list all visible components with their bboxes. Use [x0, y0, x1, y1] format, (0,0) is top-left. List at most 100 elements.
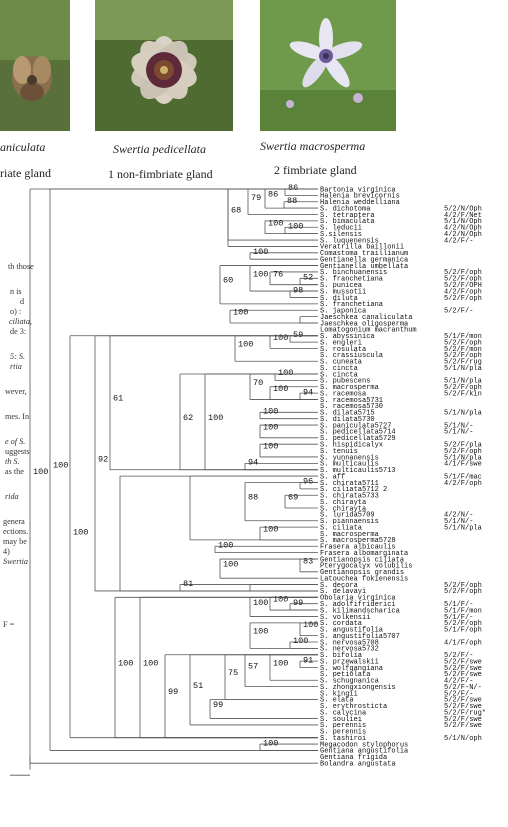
support-value: 100	[233, 308, 248, 318]
taxon-label: Halenia weddelliana	[320, 199, 400, 207]
support-value: 60	[223, 276, 233, 286]
taxon-label: Halenia brevicornis	[320, 193, 400, 201]
taxon-label: S. chirata5711	[320, 480, 379, 488]
taxon-label: S. cordata	[320, 620, 362, 628]
left-text-line: de 3:	[10, 327, 27, 336]
support-value: 100	[33, 467, 48, 477]
taxon-label: S. tashiroi	[320, 735, 366, 743]
taxon-code: 5/2/F/swe	[444, 658, 482, 666]
taxon-label: S. binchuanensis	[320, 269, 387, 277]
taxon-label: Veratrilla baillonii	[320, 244, 404, 252]
support-value: 88	[287, 196, 297, 206]
taxon-label: S. diluta	[320, 295, 358, 303]
taxon-label: S. dilata5730	[320, 416, 375, 424]
taxon-label: S. bimaculata	[320, 218, 375, 226]
taxon-label: Latouchea fokienensis	[320, 575, 408, 583]
taxon-code: 4/2/N/Oph	[444, 231, 482, 239]
taxon-label: S. angustifolia5707	[320, 633, 400, 641]
support-value: 83	[303, 556, 313, 566]
taxon-code: 5/1/N/pla	[444, 454, 482, 462]
support-value: 100	[273, 595, 288, 605]
taxon-code: 4/2/F/Net	[444, 212, 482, 220]
support-value: 100	[253, 247, 268, 257]
taxon-label: S. paniculata5727	[320, 422, 391, 430]
taxon-label: Comastoma traillianum	[320, 250, 408, 258]
taxon-code: 5/1/F/mac	[444, 473, 482, 481]
taxon-code: 5/1/N/pla	[444, 378, 482, 386]
support-value: 100	[208, 413, 223, 423]
taxon-code: 5/2/F/oph	[444, 582, 482, 590]
taxon-code: 4/2/N/Oph	[444, 225, 482, 233]
taxon-code: 4/1/F/oph	[444, 639, 482, 647]
taxon-label: S. perennis	[320, 729, 366, 737]
support-value: 100	[263, 738, 278, 748]
taxon-code: 5/2/F/oph	[444, 448, 482, 456]
taxon-code: 5/2/F/swe	[444, 697, 482, 705]
taxon-code: 5/2/F/swe	[444, 703, 482, 711]
taxon-code: 5/2/F/swe	[444, 716, 482, 724]
taxon-code: 5/2/F/-	[444, 652, 473, 660]
support-value: 100	[263, 525, 278, 535]
taxon-label: S. tetraptera	[320, 212, 375, 220]
support-value: 62	[183, 413, 193, 423]
support-value: 52	[303, 273, 313, 283]
taxon-code: 5/1/N/pla	[444, 524, 482, 532]
taxon-code: 4/2/F/oph	[444, 288, 482, 296]
left-text-line: Swertia	[3, 557, 29, 566]
taxon-label: Jaeschkea oligosperma	[320, 320, 408, 328]
taxon-code: 5/1/N/pla	[444, 365, 482, 373]
taxon-code: 5/1/N/oph	[444, 735, 482, 743]
left-text-line: ections.	[3, 527, 29, 536]
support-value: 100	[288, 221, 303, 231]
taxon-code: 5/2/F/mon	[444, 346, 482, 354]
taxon-label: S. pubescens	[320, 378, 370, 386]
left-text-line: 4)	[3, 547, 10, 556]
taxon-label: S. luquenensis	[320, 237, 379, 245]
support-value: 100	[263, 442, 278, 452]
taxon-code: 5/1/F/-	[444, 601, 473, 609]
support-value: 51	[193, 681, 203, 691]
taxon-label: S. dilata5715	[320, 410, 375, 418]
taxon-label: S. macrosperma5728	[320, 537, 396, 545]
support-value: 86	[288, 183, 298, 193]
gland-label-2: 1 non-fimbriate gland	[108, 167, 213, 181]
support-value: 100	[273, 384, 288, 394]
taxon-code: 5/2/F/-	[444, 308, 473, 316]
support-value: 100	[263, 422, 278, 432]
left-text-line: rida	[5, 492, 19, 501]
support-value: 100	[143, 659, 158, 669]
support-value: 59	[293, 330, 303, 340]
taxon-label: Gentianopsis grandis	[320, 569, 404, 577]
support-value: 100	[278, 368, 293, 378]
taxon-code: 4/1/F/swe	[444, 461, 482, 469]
taxon-label: S. rosulata	[320, 346, 366, 354]
taxon-label: Lomatogonium macranthum	[320, 327, 417, 335]
taxon-label: S. yunnanensis	[320, 454, 379, 462]
taxon-label: S. mussotii	[320, 288, 366, 296]
taxon-code: 5/2/F/oph	[444, 295, 482, 303]
support-value: 100	[263, 406, 278, 416]
left-text-line: genera	[3, 517, 25, 526]
left-text-line: uggests	[5, 447, 30, 456]
taxon-code: 5/2/F/-	[444, 690, 473, 698]
support-value: 99	[293, 598, 303, 608]
support-value: 100	[293, 636, 308, 646]
photo-swertia-pedicellata	[95, 0, 233, 131]
left-text-line: 5: S.	[10, 352, 26, 361]
taxon-code: 5/1/F/mon	[444, 333, 482, 341]
taxon-label: Pterygocalyx volubilis	[320, 563, 412, 571]
support-value: 91	[303, 655, 313, 665]
taxon-label: S. nervosa5732	[320, 646, 379, 654]
taxon-code: 5/2/F/oph	[444, 588, 482, 596]
taxon-label: S. cincta	[320, 371, 358, 379]
taxon-code: 4/2/N/-	[444, 512, 473, 520]
taxon-label: S. cincta	[320, 365, 358, 373]
taxon-code: 4/2/F/-	[444, 678, 473, 686]
support-value: 88	[248, 493, 258, 503]
gland-label-3: 2 fimbriate gland	[274, 163, 357, 177]
taxon-label: S. nervosa5708	[320, 639, 379, 647]
taxon-code: 5/2/F-N/-	[444, 684, 482, 692]
support-value: 100	[273, 333, 288, 343]
taxon-label: S. chirata5733	[320, 493, 379, 501]
